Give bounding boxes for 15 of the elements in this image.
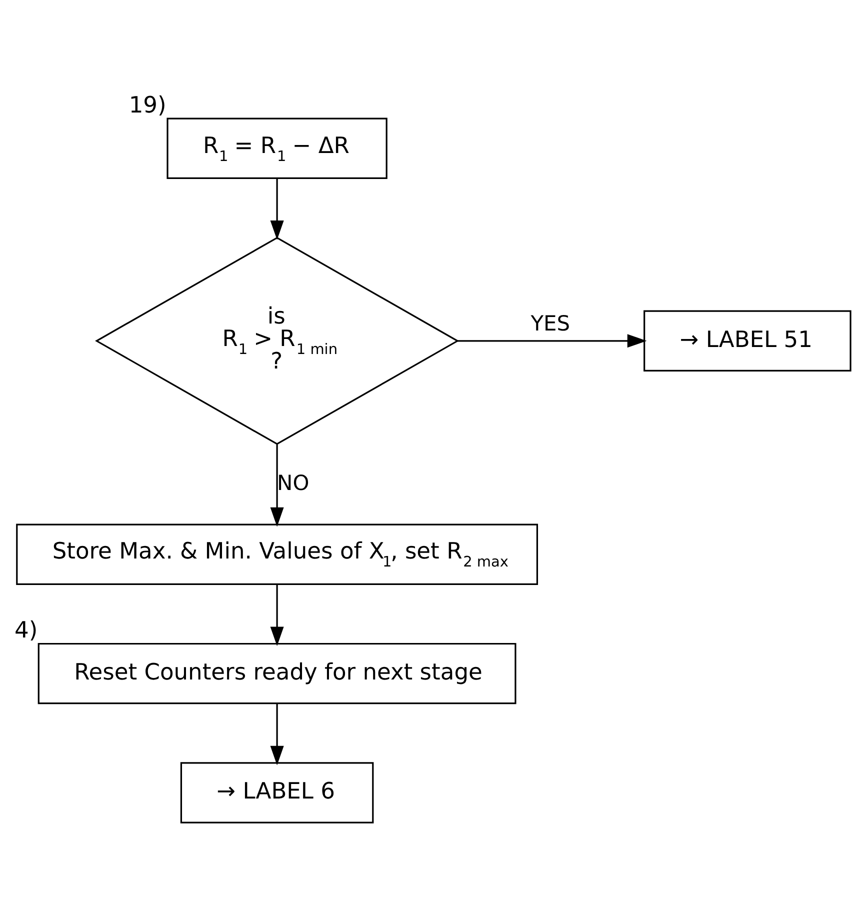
arrow [458,334,647,348]
node-diamond: is R$_{1}$ > R$_{1 min}$ ? [95,236,460,445]
node-label: 4) [14,618,38,644]
node-box: → LABEL 6 [180,762,374,824]
edge-label: NO [277,470,310,495]
node-box: Store Max. & Min. Values of X$_{1}$, set R$_{2 max}$ [16,524,538,585]
arrow [270,178,284,240]
node-box: → LABEL 51 [644,310,852,372]
arrow [270,444,284,527]
arrow [270,704,284,766]
node-box: R$_{1}$ = R$_{1}$ − ΔR [166,118,388,180]
node-label: 19) [128,92,166,118]
edge-label: YES [530,311,570,336]
node-box: Reset Counters ready for next stage [38,642,516,704]
arrow [270,584,284,646]
